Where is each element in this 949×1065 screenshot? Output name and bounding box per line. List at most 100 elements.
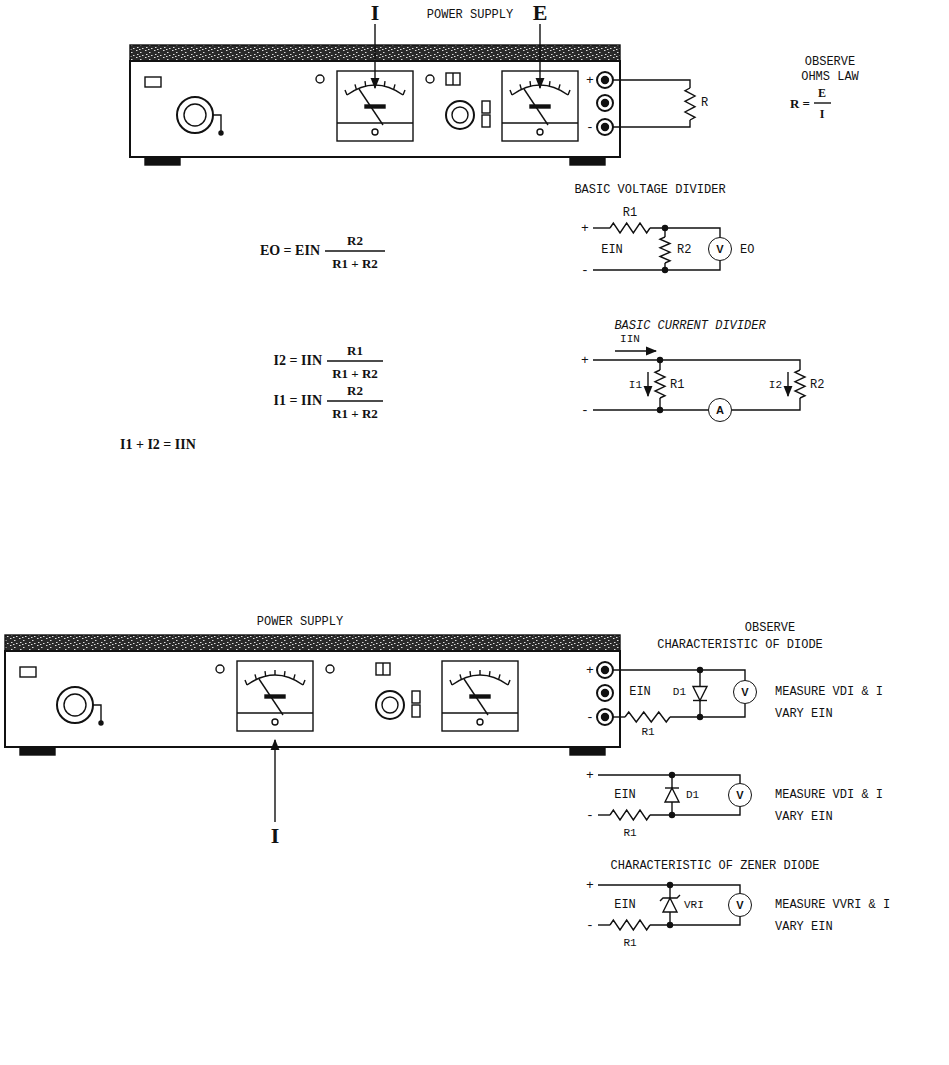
signal-label: EIN [614,789,636,801]
section-title: BASIC VOLTAGE DIVIDER [574,184,725,196]
note: OBSERVE [745,622,795,634]
meter-face [237,661,313,731]
zener-bar [660,895,680,901]
signal-label: EIN [601,244,623,256]
binding-post [602,77,609,84]
meter-tick [345,90,347,95]
wire [671,775,672,788]
instruction: MEASURE VVRI & I [775,899,890,911]
component-label: R2 [810,379,824,391]
signal-label: I2 [769,380,782,391]
instruction: VARY EIN [775,921,833,933]
instruction: VARY EIN [775,708,833,720]
signal-label: I1 [629,380,642,391]
meter-tick [403,90,405,95]
meter-tick [568,90,570,95]
switch [452,73,453,85]
pointer-arrow [539,24,540,88]
meter-tick [499,674,500,679]
diode-bar [665,787,679,788]
junction-dot [670,813,675,818]
wire [613,80,690,88]
section-title: BASIC CURRENT DIVIDER [614,320,765,332]
wire [598,775,740,783]
binding-post [602,714,609,721]
meter-tick [460,674,461,679]
resistor-symbol [655,370,665,398]
wire [593,409,708,410]
wire [613,716,625,717]
wire [669,885,670,898]
fraction-bar [325,250,385,251]
junction-dot [668,923,673,928]
wire [613,120,690,127]
instruction: MEASURE VDI & I [775,789,883,801]
meter-tick [364,81,366,86]
resistor-symbol [610,920,650,930]
case-foot [20,747,55,755]
meter-tick [255,674,256,679]
pointer-arrow [374,24,375,88]
component-label: R1 [670,379,684,391]
panel-screw [316,75,324,83]
formula: R2 [347,234,363,247]
switch [446,73,460,85]
resistor-symbol [625,712,670,722]
formula: I2 = IIN [274,354,322,368]
binding-post [597,685,613,701]
wire [670,704,745,717]
knob-pointer [213,115,221,133]
wire [650,228,720,237]
component-label: D1 [673,687,686,698]
terminal-sign: - [586,711,594,724]
wire [659,360,660,370]
meter-tick [394,84,395,89]
meter-tick [529,81,531,86]
component-label: D1 [686,790,699,801]
switch [482,101,490,113]
wire [593,227,610,228]
meter-mark [365,105,385,108]
instruction: VARY EIN [775,811,833,823]
diode-symbol [665,788,679,802]
terminal-sign: - [581,404,589,417]
resistor-symbol [610,810,650,820]
binding-post [602,690,609,697]
resistor-symbol [685,88,695,120]
wire [650,807,740,815]
meter-mark [265,695,285,698]
meter-divider [237,712,313,713]
terminal-sign: + [586,74,594,87]
switch [482,115,490,127]
meter-callout: I [371,2,380,24]
fraction-bar [327,360,383,361]
meter-letter: A [716,405,724,416]
wire [650,917,740,925]
terminal-sign: - [586,809,594,822]
meter-letter: V [741,687,748,698]
knob-cap [184,104,206,126]
voltmeter-symbol: V [728,893,752,917]
case-foot [570,747,605,755]
meter-tick [510,90,512,95]
meter-tick [355,84,356,89]
switch [376,663,390,675]
panel-screw [216,665,224,673]
terminal-sign: - [581,264,589,277]
formula: R = [790,97,810,110]
binding-post [597,119,613,135]
knob-cap [382,697,398,713]
terminal-sign: + [581,222,589,235]
meter-tick [245,680,247,685]
case-foot [570,157,605,165]
terminal-sign: + [586,769,594,782]
knob-cap [64,694,86,716]
fraction-bar [327,400,383,401]
meter-scale [452,675,508,685]
diode-symbol [693,687,707,701]
zero-screw [537,129,543,135]
voltmeter-symbol: V [728,783,752,807]
diode-symbol [663,898,677,912]
ammeter-symbol: A [708,398,732,422]
